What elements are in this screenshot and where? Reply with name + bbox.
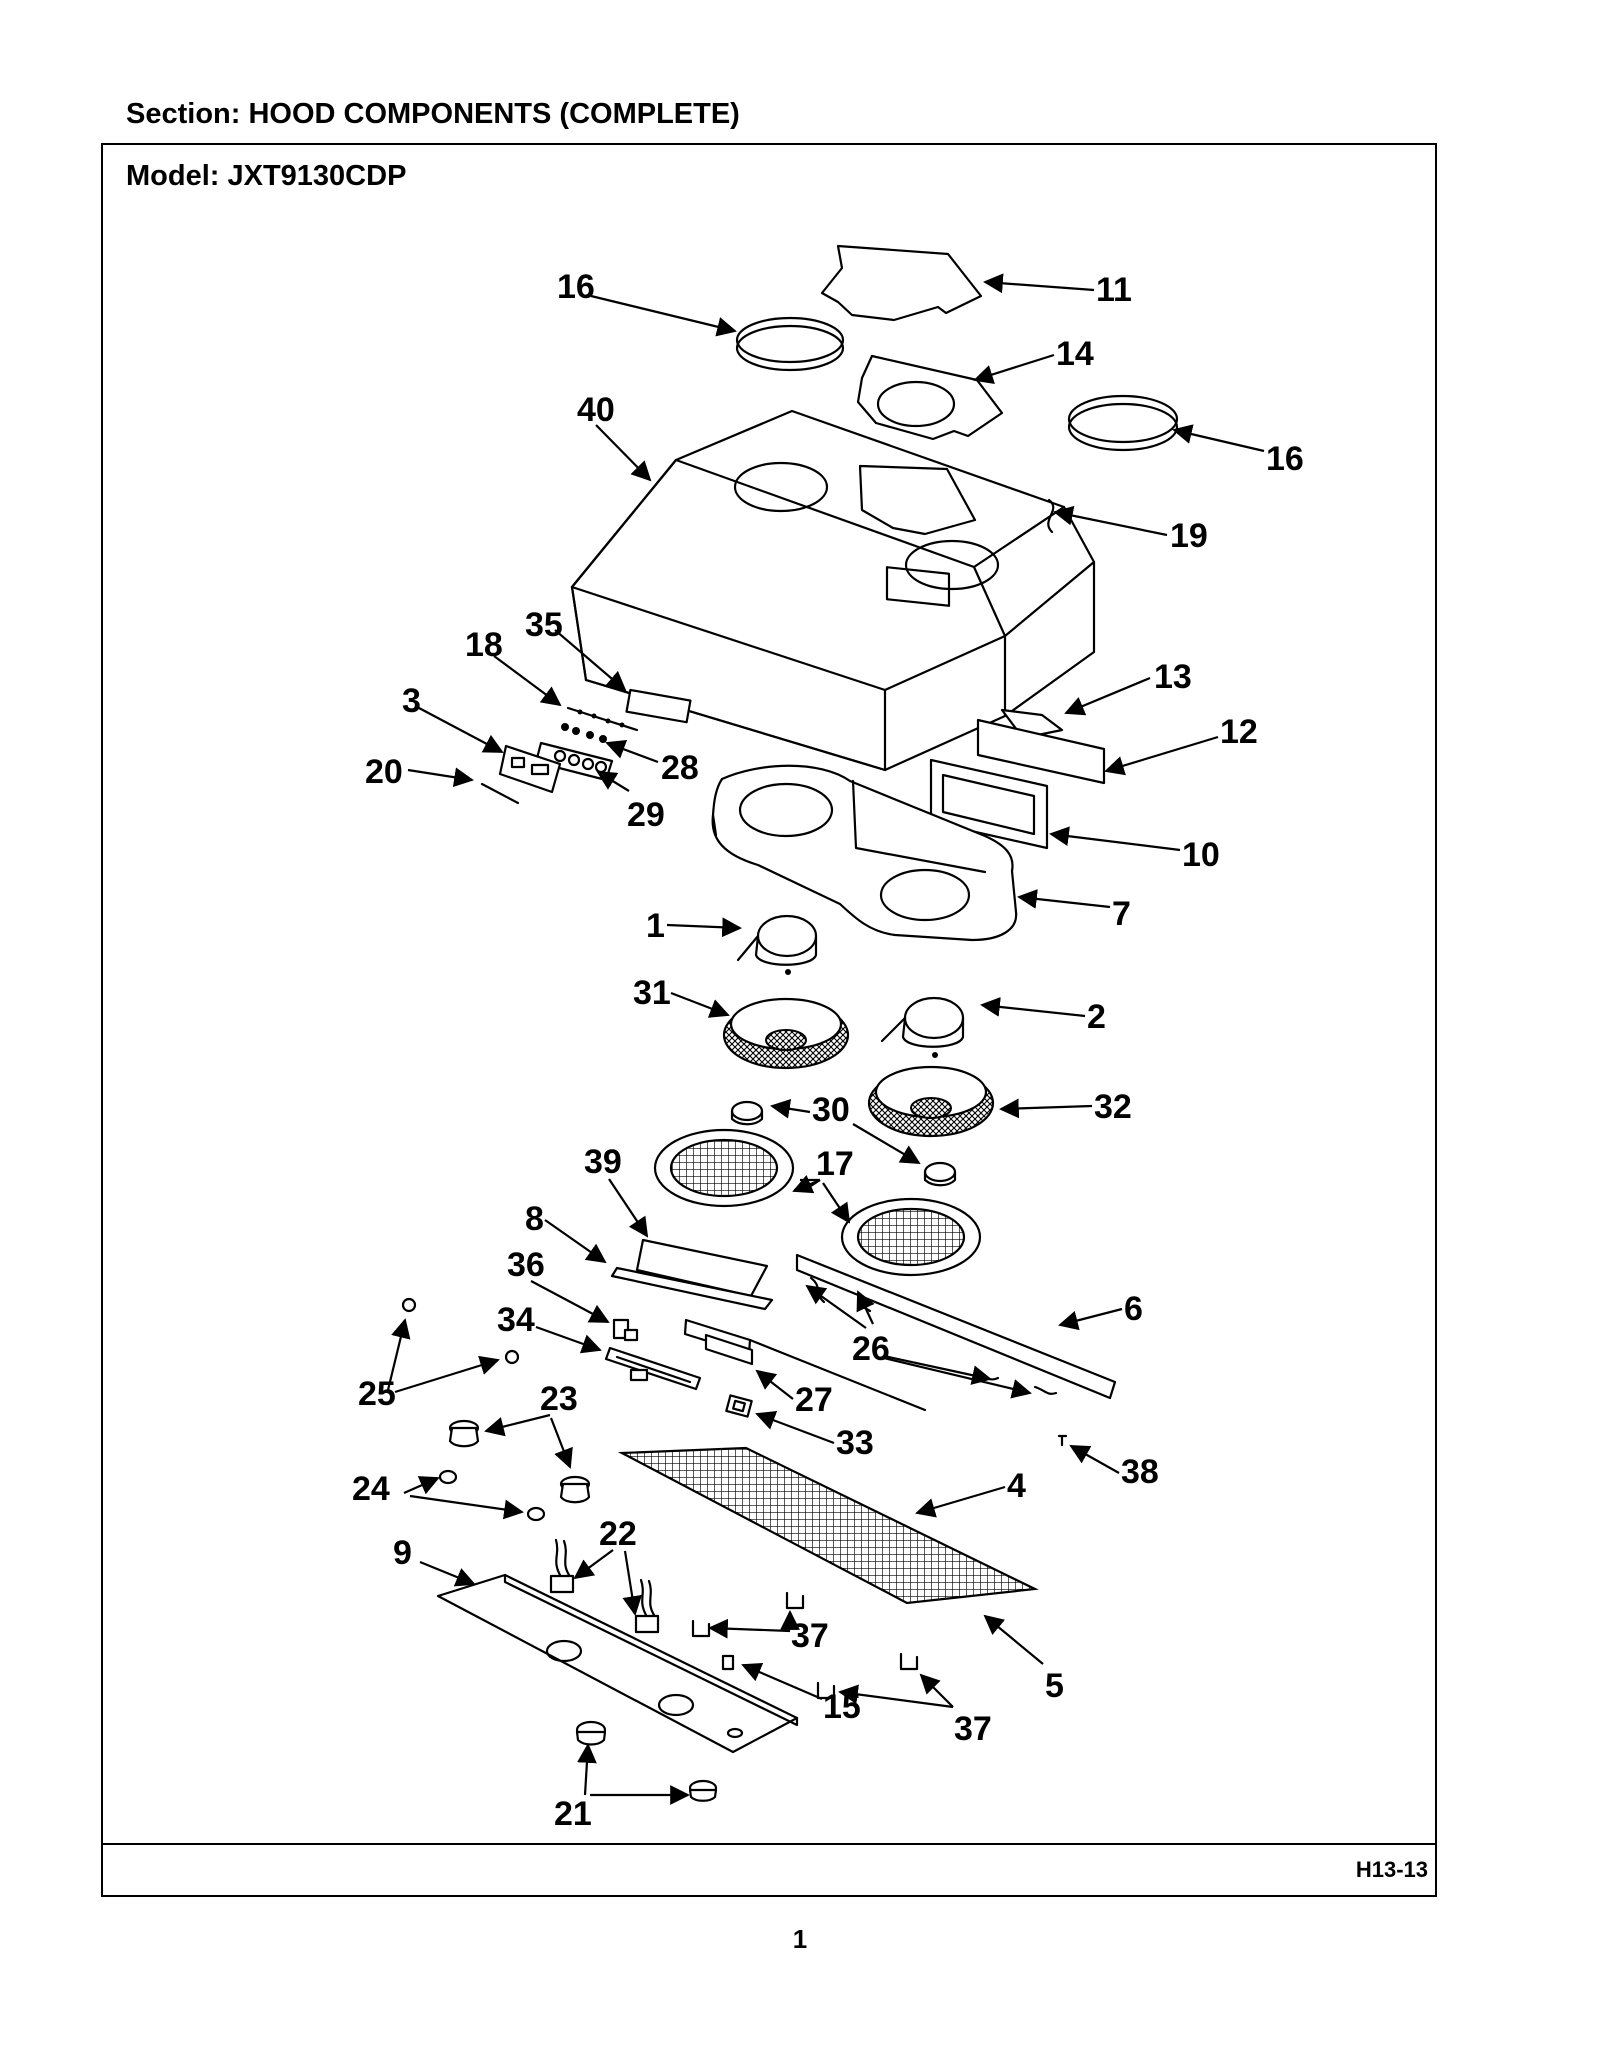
callout-3: 3 [402,682,421,720]
part-31-blower-wheel [722,997,850,1070]
part-21-light-lens-a [575,1720,607,1746]
callout-39: 39 [584,1143,622,1181]
part-26-wire-harness [809,1276,1058,1395]
part-38-screw [1057,1434,1068,1447]
part-24-button-cap-a [438,1469,458,1485]
part-33-light-socket [725,1394,753,1418]
part-2-blower-motor [880,996,965,1058]
callout-13: 13 [1154,658,1192,696]
callout-5: 5 [1045,1667,1064,1705]
diagram-frame [101,143,1437,1897]
part-15-light-switch [721,1654,735,1671]
part-7-blower-mounting-plate [711,764,1018,942]
part-4-grease-filter [617,1446,1039,1605]
part-8-channel [610,1266,774,1311]
part-17-venturi-left [653,1128,795,1208]
callout-36: 36 [507,1246,545,1284]
part-14-damper-plate [856,354,1004,441]
callout-17: 17 [816,1145,854,1183]
part-18-switch-strip [566,706,639,732]
model-label: Model: JXT9130CDP [126,160,407,192]
part-6-channel [795,1253,1117,1400]
callout-4: 4 [1007,1467,1026,1505]
callout-23: 23 [540,1380,578,1418]
part-30-cap-left [730,1100,764,1126]
part-22-lamp-socket-b [634,1578,660,1634]
callout-21: 21 [554,1795,592,1833]
part-25-washer-b [504,1349,520,1365]
callout-33: 33 [836,1424,874,1462]
callout-40: 40 [577,391,615,429]
part-40-hood-body [570,409,1096,772]
callout-35: 35 [525,606,563,644]
callout-24: 24 [352,1470,390,1508]
part-28-push-buttons [561,723,607,743]
section-title: Section: HOOD COMPONENTS (COMPLETE) [126,98,740,130]
callout-37-lower: 37 [954,1710,992,1748]
callout-32: 32 [1094,1088,1132,1126]
part-30-cap-right [923,1161,957,1187]
footer-divider [101,1843,1437,1845]
callout-9: 9 [393,1534,412,1572]
part-23-knob-b [559,1475,591,1504]
part-16-round-cover-left [735,316,845,372]
callout-34: 34 [497,1301,535,1339]
callout-28: 28 [661,749,699,787]
part-36-bracket [612,1318,639,1342]
part-1-blower-motor [736,914,818,975]
part-3-control-panel [498,744,562,794]
callout-26: 26 [852,1330,890,1368]
part-17-venturi-right [840,1197,982,1277]
callout-8: 8 [525,1200,544,1238]
callout-18: 18 [465,626,503,664]
callout-6: 6 [1124,1290,1143,1328]
part-16-round-cover-right [1067,394,1179,452]
callout-37-upper: 37 [791,1617,829,1655]
part-27-junction-box [683,1318,927,1412]
callout-22: 22 [599,1515,637,1553]
callout-16-left: 16 [557,268,595,306]
callout-31: 31 [633,974,671,1012]
callout-30: 30 [812,1091,850,1129]
leader-lines [386,273,1265,1805]
callout-7: 7 [1112,895,1131,933]
callout-12: 12 [1220,713,1258,751]
callout-labels: 11 16 14 16 40 19 35 13 18 12 3 28 20 29… [352,268,1304,1833]
page-number: 1 [792,1924,808,1954]
part-12-panel [976,718,1106,785]
callout-19: 19 [1170,517,1208,555]
callout-11: 11 [1096,271,1132,309]
callout-27: 27 [795,1381,833,1419]
callout-15: 15 [823,1688,861,1726]
callout-29: 29 [627,796,665,834]
part-21-light-lens-b [688,1779,718,1802]
part-25-washer-a [401,1297,417,1313]
part-32-blower-wheel [867,1065,995,1138]
part-11-cover-plate [820,244,983,322]
part-9-light-panel [436,1573,799,1754]
callout-14: 14 [1056,335,1094,373]
callout-2: 2 [1087,998,1106,1036]
part-23-knob-a [448,1419,480,1448]
part-20-trim-strip [480,782,520,805]
callout-1: 1 [646,907,665,945]
callout-38: 38 [1121,1453,1159,1491]
page-code: H13-13 [1355,1857,1428,1882]
part-22-lamp-socket-a [549,1538,575,1594]
callout-10: 10 [1182,836,1220,874]
callout-20: 20 [365,753,403,791]
callout-25: 25 [358,1375,396,1413]
callout-16-right: 16 [1266,440,1304,478]
part-34-switch-assembly [604,1346,702,1391]
part-24-button-cap-b [526,1506,546,1522]
